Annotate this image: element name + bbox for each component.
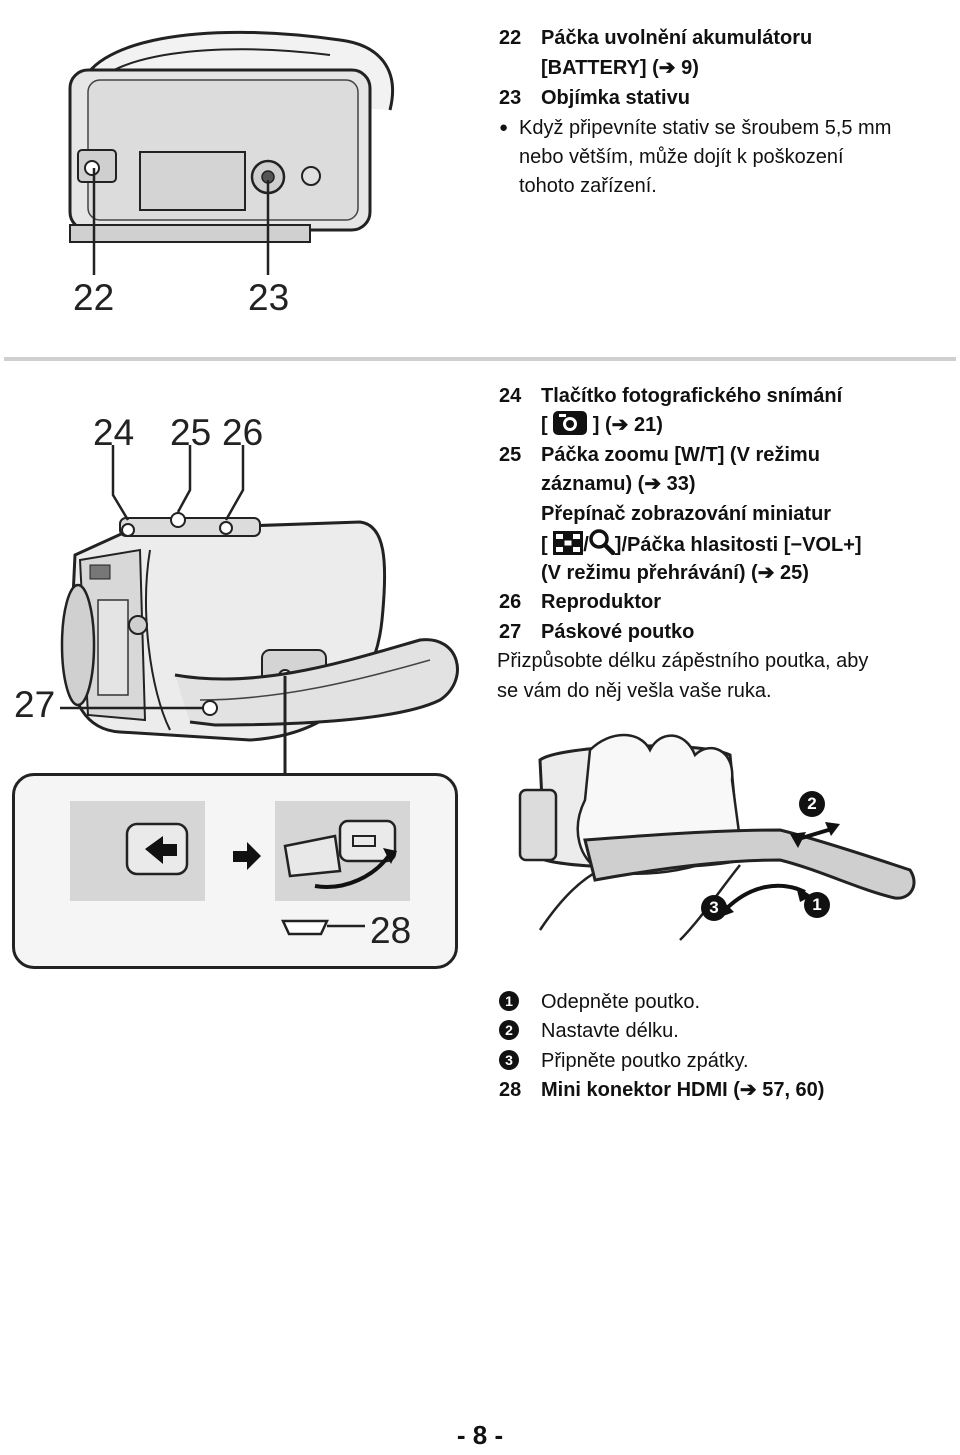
hdmi-detail-drawing xyxy=(70,801,410,936)
step-marker-1-label: 1 xyxy=(804,892,830,918)
item-27-desc2: se vám do něj vešla vaše ruka. xyxy=(497,680,772,702)
item-25-line5: (V režimu přehrávání) (➔ 25) xyxy=(541,562,809,584)
camera-bottom-illustration xyxy=(68,30,395,275)
step-2-marker: 2 xyxy=(499,1020,519,1040)
item-25-number: 25 xyxy=(499,444,522,466)
callout-25: 25 xyxy=(170,412,212,453)
item-28-number: 28 xyxy=(499,1079,522,1101)
step-marker-3-label: 3 xyxy=(701,895,727,921)
callout-26: 26 xyxy=(222,412,264,453)
step-3-text: Připněte poutko zpátky. xyxy=(541,1050,749,1072)
callout-22: 22 xyxy=(73,277,115,318)
item-23-title: Objímka stativu xyxy=(541,87,690,109)
item-26-number: 26 xyxy=(499,591,522,613)
callout-27: 27 xyxy=(14,684,56,725)
item-27-desc1: Přizpůsobte délku zápěstního poutka, aby xyxy=(497,650,869,672)
step-2: 2 Nastavte délku. xyxy=(499,1017,679,1047)
hdmi-detail-panel xyxy=(12,773,458,969)
item-25-title: Páčka zoomu [W/T] (V režimu xyxy=(541,444,820,466)
callout-23: 23 xyxy=(248,277,290,318)
item-28: 28 Mini konektor HDMI (➔ 57, 60) xyxy=(499,1076,824,1106)
callout-28: 28 xyxy=(370,910,412,951)
item-27-number: 27 xyxy=(499,621,522,643)
step-3: 3 Připněte poutko zpátky. xyxy=(499,1047,749,1077)
item-22-title: Páčka uvolnění akumulátoru xyxy=(541,27,813,49)
step-1-marker: 1 xyxy=(499,991,519,1011)
item-24-ref: [ ] (➔ 21) xyxy=(499,411,663,445)
tripod-note-line1: ●Když připevníte stativ se šroubem 5,5 m… xyxy=(499,113,891,144)
item-27-title: Páskové poutko xyxy=(541,621,695,643)
item-26-title: Reproduktor xyxy=(541,591,661,613)
item-25-line4: [ / ]/Páčka hlasitosti [−VOL+] xyxy=(499,529,862,565)
item-23: 23 Objímka stativu xyxy=(499,84,690,114)
item-25: 25 Páčka zoomu [W/T] (V režimu xyxy=(499,441,820,471)
item-27: 27 Páskové poutko xyxy=(499,618,694,648)
section-divider xyxy=(4,357,956,361)
item-23-number: 23 xyxy=(499,87,522,109)
page-number: - 8 - xyxy=(456,1420,504,1450)
camera-side-illustration xyxy=(60,445,459,780)
step-marker-2-label: 2 xyxy=(799,791,825,817)
item-28-title: Mini konektor HDMI (➔ 57, 60) xyxy=(541,1079,825,1101)
thumbnail-grid-icon xyxy=(553,531,584,565)
item-22-number: 22 xyxy=(499,27,522,49)
item-25-line3: Přepínač zobrazování miniatur xyxy=(541,503,832,525)
item-22: 22 Páčka uvolnění akumulátoru xyxy=(499,24,812,54)
magnifier-icon xyxy=(589,529,616,565)
step-1: 1 Odepněte poutko. xyxy=(499,988,700,1018)
item-24: 24 Tlačítko fotografického snímání xyxy=(499,382,842,412)
step-3-marker: 3 xyxy=(499,1050,519,1070)
callout-24: 24 xyxy=(93,412,135,453)
tripod-note-line2: nebo větším, může dojít k poškození xyxy=(519,146,844,168)
grip-belt-illustration xyxy=(518,733,916,941)
step-1-text: Odepněte poutko. xyxy=(541,991,701,1013)
item-26: 26 Reproduktor xyxy=(499,588,661,618)
item-24-title: Tlačítko fotografického snímání xyxy=(541,385,843,407)
camera-icon xyxy=(553,411,588,445)
item-24-number: 24 xyxy=(499,385,522,407)
bullet: ● xyxy=(499,119,509,136)
step-2-text: Nastavte délku. xyxy=(541,1020,679,1042)
item-22-battery: [BATTERY] (➔ 9) xyxy=(541,57,699,79)
tripod-note-line3: tohoto zařízení. xyxy=(519,175,657,197)
item-25-line2: záznamu) (➔ 33) xyxy=(541,473,696,495)
